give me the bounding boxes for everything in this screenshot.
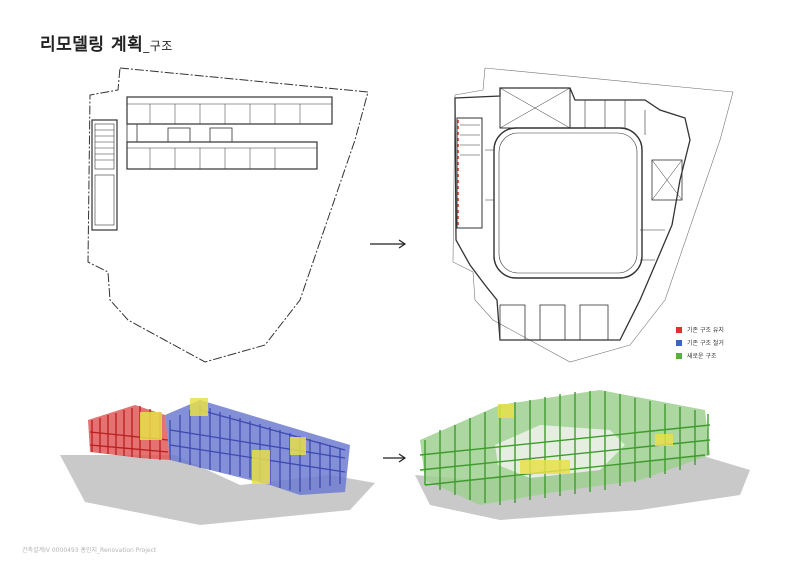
legend-swatch-green bbox=[676, 352, 682, 359]
legend-item-new: 새로운 구조 bbox=[676, 349, 724, 362]
existing-structure-axonometric bbox=[60, 398, 375, 525]
page-title: 리모델링 계획_구조 bbox=[40, 35, 173, 55]
legend: 기존 구조 유지 기존 구조 철거 새로운 구조 bbox=[676, 323, 724, 362]
legend-swatch-red bbox=[676, 326, 682, 333]
footer-caption: 건축설계IV 0000493 홍민지_Renovation Project bbox=[22, 547, 157, 554]
legend-item-keep: 기존 구조 유지 bbox=[676, 323, 724, 336]
legend-swatch-blue bbox=[676, 339, 682, 346]
page-subtitle: _구조 bbox=[143, 39, 173, 53]
new-floor-plan bbox=[452, 67, 734, 363]
legend-item-demolish: 기존 구조 철거 bbox=[676, 336, 724, 349]
new-structure-axonometric bbox=[415, 390, 750, 520]
transform-arrow-plan bbox=[370, 239, 407, 249]
transform-arrow-structure bbox=[383, 453, 407, 463]
existing-floor-plan bbox=[87, 67, 369, 363]
